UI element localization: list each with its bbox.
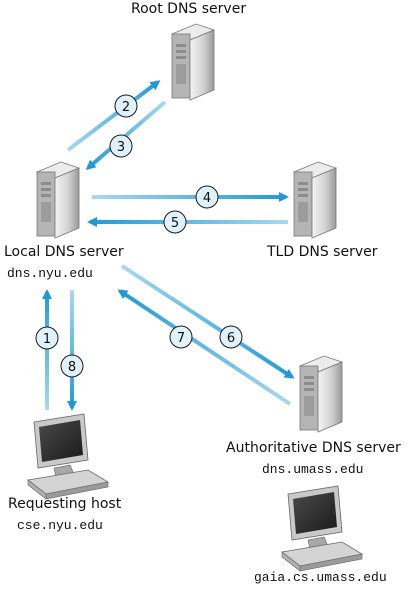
root-server-icon bbox=[170, 23, 216, 101]
authoritative-server-host: dns.umass.edu bbox=[262, 462, 364, 477]
requesting-host-computer-icon bbox=[27, 413, 110, 500]
arrows bbox=[42, 80, 295, 411]
step-1-badge: 1 bbox=[35, 326, 59, 350]
tld-server-label: TLD DNS server bbox=[267, 244, 378, 260]
step-7-badge: 7 bbox=[169, 325, 193, 349]
svg-text:2: 2 bbox=[122, 100, 130, 115]
root-server-label: Root DNS server bbox=[131, 1, 247, 17]
svg-text:1: 1 bbox=[43, 332, 51, 347]
svg-text:8: 8 bbox=[68, 360, 76, 375]
target-host-computer-icon bbox=[281, 485, 364, 572]
step-8-badge: 8 bbox=[60, 354, 84, 378]
arrow-step-2 bbox=[66, 80, 161, 152]
svg-text:4: 4 bbox=[203, 191, 211, 206]
step-6-badge: 6 bbox=[219, 325, 243, 349]
arrow-step-6 bbox=[120, 264, 295, 379]
local-server-label: Local DNS server bbox=[4, 244, 124, 260]
arrow-step-3 bbox=[85, 100, 167, 170]
step-2-badge: 2 bbox=[114, 94, 138, 118]
local-server-icon bbox=[35, 161, 81, 239]
requesting-host-name: cse.nyu.edu bbox=[17, 518, 103, 533]
svg-text:6: 6 bbox=[227, 331, 235, 346]
arrow-step-7 bbox=[117, 289, 292, 406]
target-host-name: gaia.cs.umass.edu bbox=[254, 570, 387, 585]
authoritative-server-icon bbox=[298, 355, 344, 433]
svg-text:5: 5 bbox=[171, 216, 179, 231]
tld-server-icon bbox=[292, 161, 338, 239]
step-3-badge: 3 bbox=[109, 134, 133, 158]
step-4-badge: 4 bbox=[195, 185, 219, 209]
step-5-badge: 5 bbox=[163, 210, 187, 234]
authoritative-server-label: Authoritative DNS server bbox=[226, 440, 401, 456]
local-server-host: dns.nyu.edu bbox=[7, 266, 93, 281]
requesting-host-label: Requesting host bbox=[8, 496, 122, 512]
svg-text:3: 3 bbox=[117, 140, 125, 155]
svg-text:7: 7 bbox=[177, 331, 185, 346]
